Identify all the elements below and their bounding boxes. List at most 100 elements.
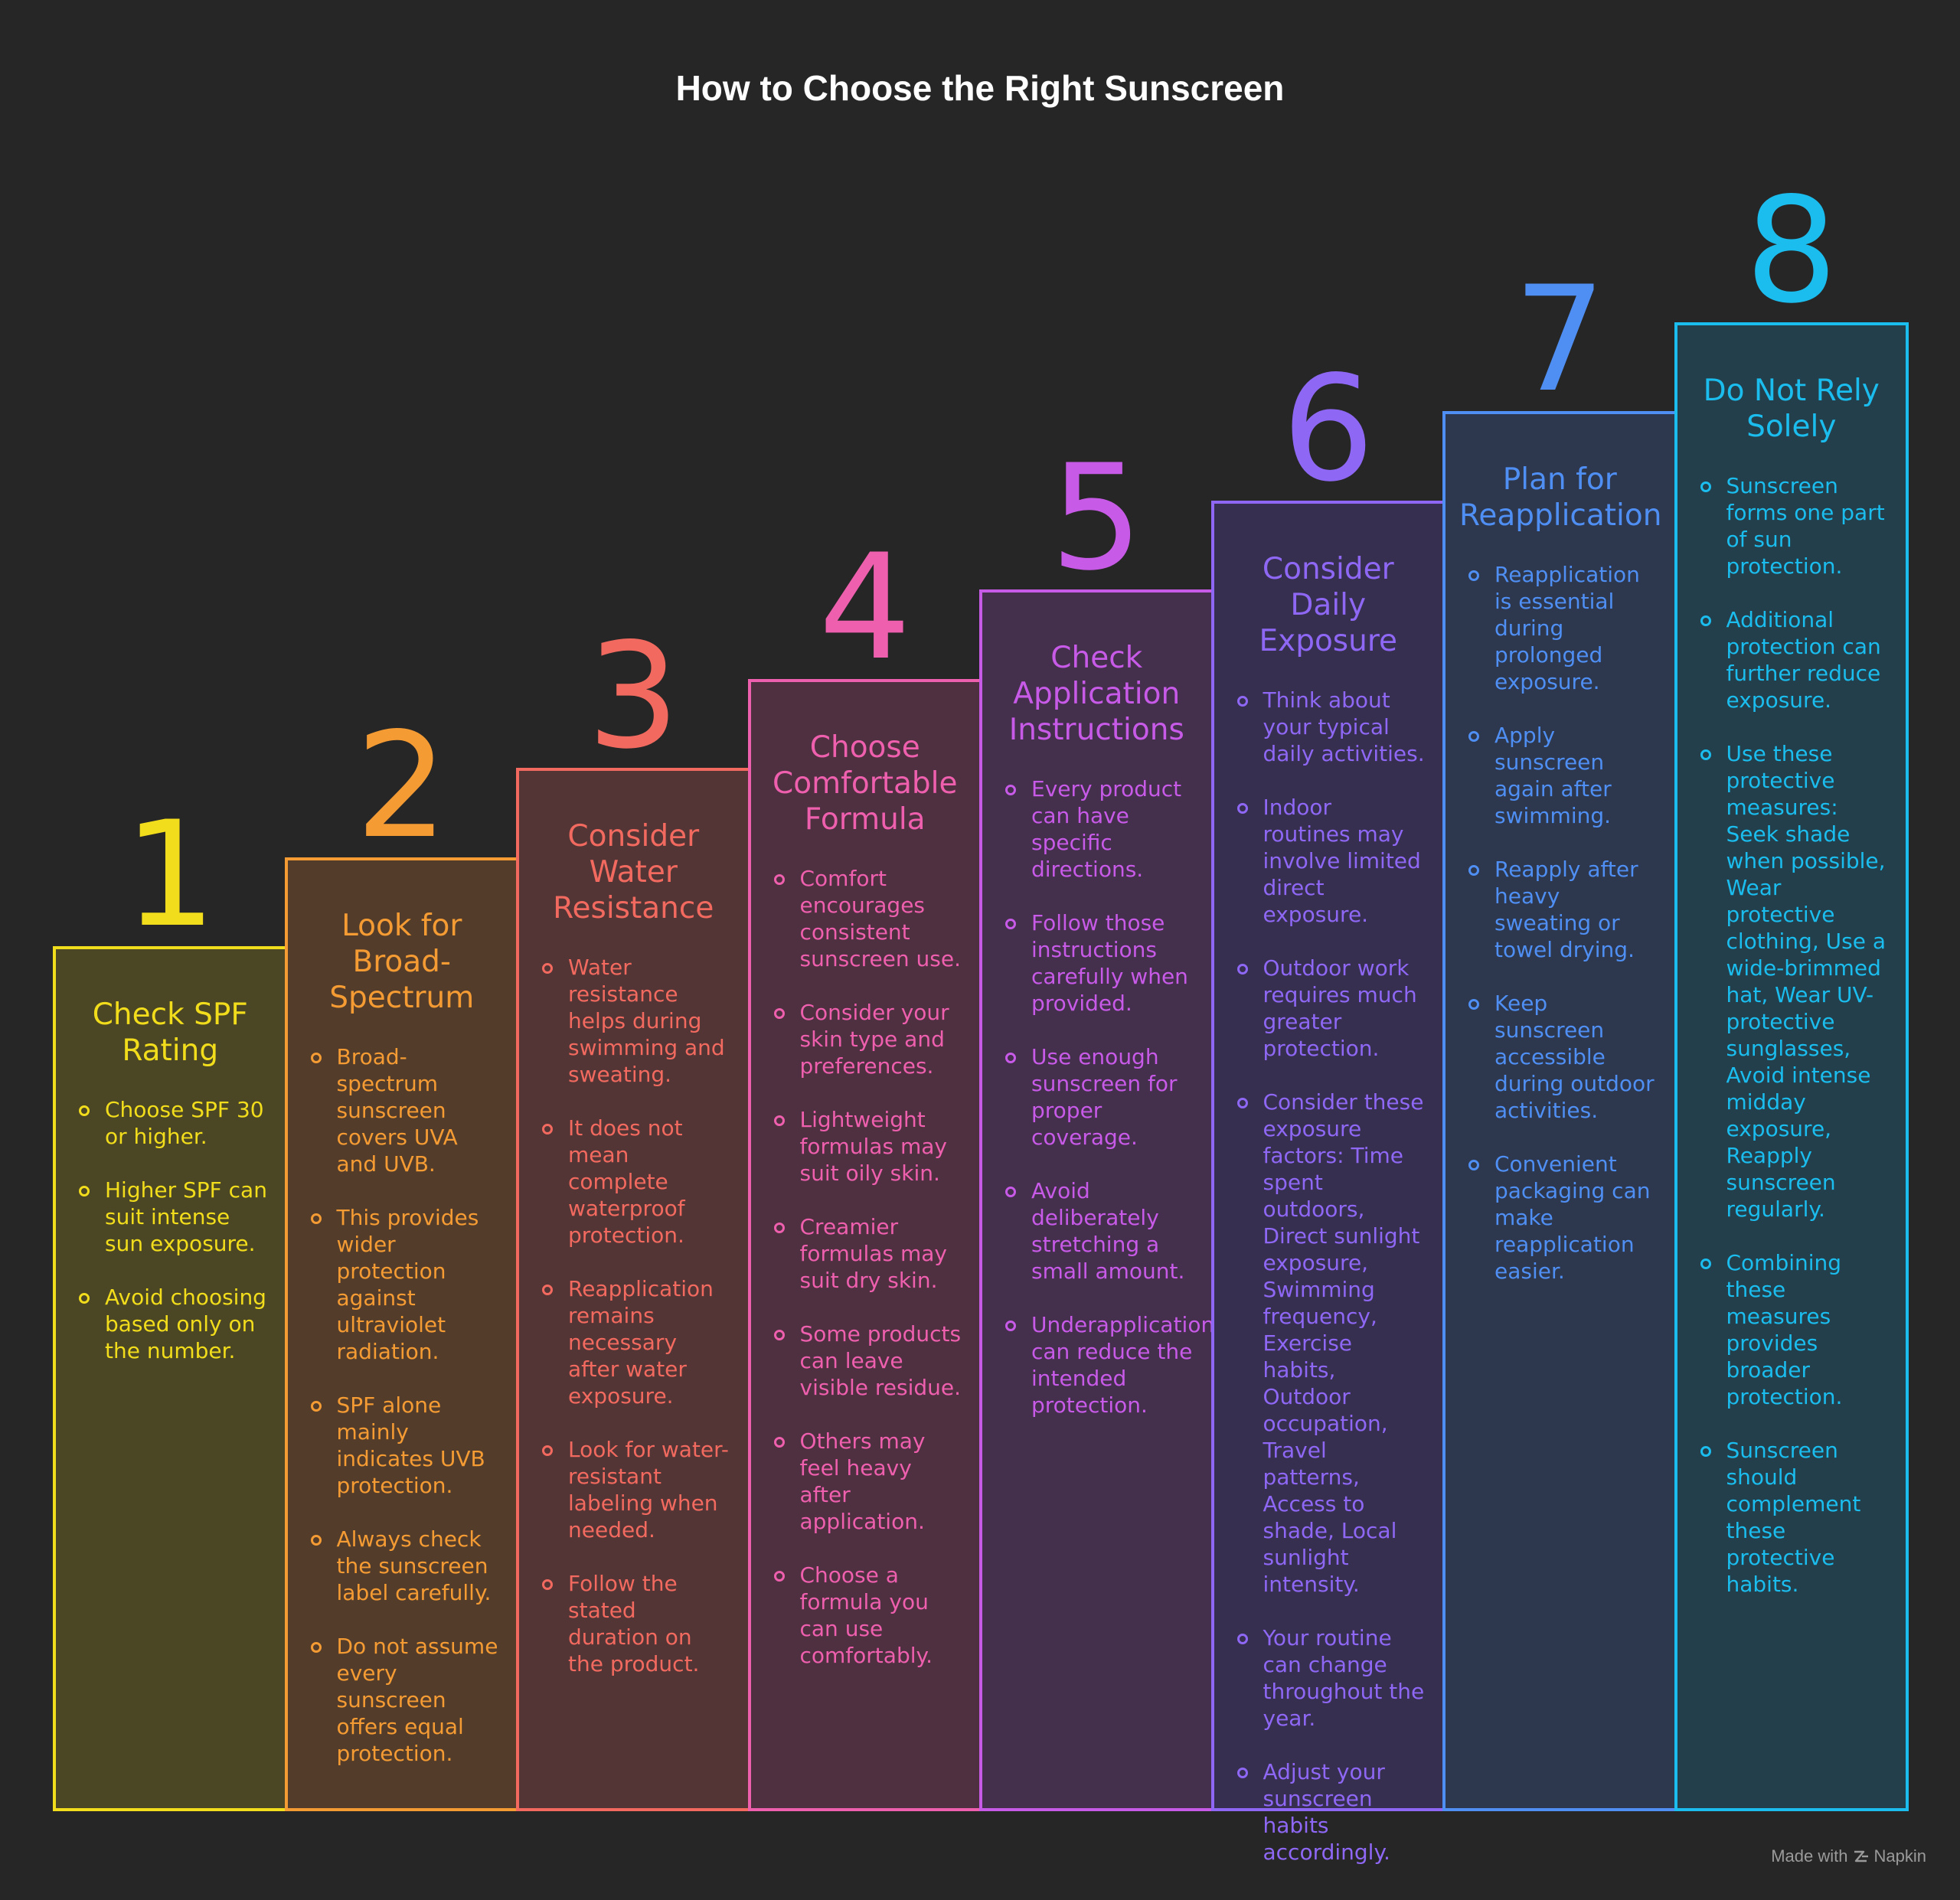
list-item: Adjust your sunscreen habits accordingly… [1236,1758,1426,1866]
list-item-text: Avoid deliberately stretching a small am… [1031,1178,1185,1284]
list-item: Look for water-resistant labeling when n… [542,1436,731,1543]
bullet-circle-icon [1700,1445,1711,1457]
list-item-text: Indoor routines may involve limited dire… [1263,794,1421,927]
page-title: How to Choose the Right Sunscreen [675,68,1285,108]
bullet-circle-icon [310,1534,322,1546]
list-item: Outdoor work requires much greater prote… [1236,955,1426,1062]
bullet-circle-icon [1468,1160,1479,1170]
list-item-text: Additional protection can further reduce… [1726,606,1881,713]
list-item: Your routine can change throughout the y… [1236,1624,1426,1732]
list-item: Comfort encourages consistent sunscreen … [773,865,963,972]
list-item-text: Reapply after heavy sweating or towel dr… [1494,857,1638,962]
step-title: Plan for Reapplication [1459,462,1662,533]
list-item: Keep sunscreen accessible during outdoor… [1468,990,1658,1124]
bullet-circle-icon [1700,615,1711,626]
bullet-circle-icon [1236,802,1248,814]
list-item-text: Lightweight formulas may suit oily skin. [799,1106,947,1186]
list-item: Consider these exposure factors: Time sp… [1236,1089,1426,1598]
list-item-text: Some products can leave visible residue. [799,1321,962,1400]
step-number: 4 [818,522,912,692]
step-bullet-list: Broad-spectrum sunscreen covers UVA and … [288,1043,517,1767]
bullet-circle-icon [773,1329,785,1340]
step-title: Look for Broad-Spectrum [329,908,475,1015]
list-item-text: Use enough sunscreen for proper coverage… [1031,1044,1178,1150]
bullet-circle-icon [1236,1097,1248,1108]
napkin-credit: Made with Napkin [1771,1846,1926,1866]
list-item-text: This provides wider protection against u… [336,1204,479,1364]
step-number: 8 [1745,165,1838,335]
step-number: 7 [1513,255,1606,424]
bullet-circle-icon [1005,1053,1016,1063]
list-item-text: Choose a formula you can use comfortably… [799,1562,933,1668]
list-item-text: Sunscreen should complement these protec… [1726,1437,1861,1597]
list-item: Creamier formulas may suit dry skin. [773,1213,963,1294]
bullet-circle-icon [773,1222,785,1233]
bullet-circle-icon [1468,731,1479,742]
list-item: Always check the sunscreen label careful… [310,1526,500,1606]
list-item-text: Always check the sunscreen label careful… [336,1526,492,1605]
napkin-brand-label: Napkin [1873,1846,1926,1866]
list-item: Additional protection can further reduce… [1700,606,1890,713]
step-number: 1 [123,790,217,959]
list-item: This provides wider protection against u… [310,1204,500,1365]
bullet-circle-icon [1005,1187,1016,1197]
list-item-text: Consider these exposure factors: Time sp… [1263,1089,1424,1597]
list-item: Combining these measures provides broade… [1700,1249,1890,1410]
list-item: Reapplication is essential during prolon… [1468,561,1658,695]
step-bullet-list: Think about your typical daily activitie… [1214,687,1443,1866]
step-title: Consider Water Resistance [553,819,714,926]
list-item: Apply sunscreen again after swimming. [1468,722,1658,829]
list-item: It does not mean complete waterproof pro… [542,1115,731,1249]
list-item-text: Underapplication can reduce the intended… [1031,1312,1215,1418]
list-item-text: Use these protective measures: Seek shad… [1726,740,1886,1222]
bullet-circle-icon [773,1436,785,1448]
list-item-text: Look for water-resistant labeling when n… [568,1437,729,1543]
list-item: Indoor routines may involve limited dire… [1236,794,1426,928]
step-bullet-list: Every product can have specific directio… [982,775,1214,1418]
bullet-circle-icon [79,1186,90,1196]
bullet-circle-icon [773,873,785,885]
list-item: Others may feel heavy after application. [773,1428,963,1535]
list-item: Sunscreen should complement these protec… [1700,1437,1890,1598]
bullet-circle-icon [1005,919,1016,929]
bullet-circle-icon [1700,481,1711,492]
bullet-circle-icon [310,1052,322,1063]
bullet-circle-icon [542,963,553,974]
list-item: Underapplication can reduce the intended… [1005,1311,1214,1418]
list-item: Use enough sunscreen for proper coverage… [1005,1043,1194,1151]
list-item-text: Outdoor work requires much greater prote… [1263,955,1417,1061]
step-title: Choose Comfortable Formula [773,730,958,837]
list-item-text: Comfort encourages consistent sunscreen … [799,865,962,971]
bullet-circle-icon [310,1400,322,1412]
list-item-text: Follow the stated duration on the produc… [568,1571,700,1676]
step-title: Do Not Rely Solely [1703,373,1880,444]
list-item-text: Keep sunscreen accessible during outdoor… [1494,991,1655,1123]
bullet-circle-icon [542,1124,553,1134]
list-item: Choose a formula you can use comfortably… [773,1562,963,1669]
list-item-text: Avoid choosing based only on the number. [105,1285,266,1363]
list-item: SPF alone mainly indicates UVB protectio… [310,1392,500,1499]
list-item: Convenient packaging can make reapplicat… [1468,1151,1658,1285]
list-item-text: Water resistance helps during swimming a… [568,955,725,1087]
list-item-text: Combining these measures provides broade… [1726,1249,1843,1409]
bullet-circle-icon [1700,749,1711,760]
step-title: Check Application Instructions [1008,641,1184,747]
bullet-circle-icon [79,1105,90,1116]
list-item-text: Higher SPF can suit intense sun exposure… [105,1177,267,1256]
napkin-logo-icon [1854,1850,1868,1862]
list-item: Consider your skin type and preferences. [773,999,963,1079]
list-item: Lightweight formulas may suit oily skin. [773,1106,963,1187]
